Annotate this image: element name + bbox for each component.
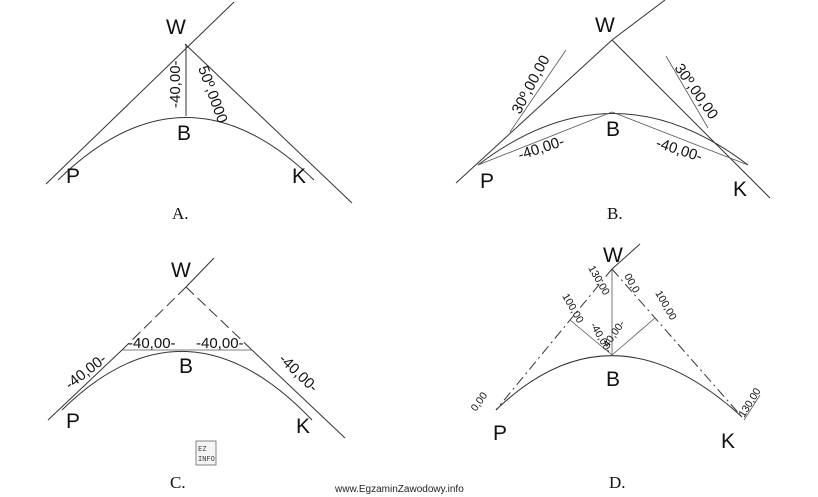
point-k-label: K — [721, 430, 735, 453]
station-label-p: 0,00 — [469, 390, 491, 414]
arc-curve — [61, 351, 313, 421]
angle-label-left: 30º,00,00 — [509, 52, 554, 116]
tangent-extension — [611, 0, 666, 41]
point-b-label: B — [177, 122, 191, 145]
arc-curve — [57, 117, 315, 181]
point-w-label: W — [603, 244, 623, 267]
tangent-line-left — [45, 1, 235, 185]
tangent-dashed-right — [611, 268, 743, 418]
point-b-label: B — [606, 368, 620, 391]
arc-curve — [495, 355, 743, 418]
point-p-label: P — [66, 410, 80, 433]
chord-label-left: -40,00- — [516, 133, 566, 164]
perpendicular-left — [569, 319, 613, 356]
tangent-label-right: -40,00- — [275, 351, 321, 396]
panel-d: W B P K 130,00 00,0 100,00 100,00 -40,00… — [469, 243, 764, 492]
point-w-label: W — [595, 14, 615, 37]
tangent-top-left — [611, 243, 641, 270]
tangent-label-left: -40,00- — [62, 350, 110, 393]
station-label-k: 130,00 — [736, 386, 763, 420]
svg-text:INFO: INFO — [198, 455, 215, 463]
chord-label-right: -40,00- — [654, 135, 704, 166]
station-label-mid-right: 100,00 — [652, 289, 679, 323]
chord-right — [611, 111, 749, 166]
tangent-top-left — [185, 257, 215, 288]
point-k-label: K — [292, 165, 306, 188]
point-b-label: B — [179, 355, 193, 378]
chord-left — [477, 111, 613, 166]
point-k-label: K — [296, 415, 310, 438]
arc-curve — [477, 113, 749, 166]
angle-leader-left — [509, 49, 567, 133]
svg-text:EZ: EZ — [198, 445, 206, 453]
station-label-mid-left: 100,00 — [559, 292, 586, 326]
station-label-top-right: 00,0 — [621, 272, 642, 296]
angle-label-right: 30º,00,00 — [671, 61, 722, 123]
horizontal-label-left: -40,00- — [128, 335, 176, 352]
point-p-label: P — [480, 170, 494, 193]
tangent-solid-right — [251, 349, 346, 439]
horizontal-label-right: -40,00- — [196, 335, 244, 352]
caption-c: C. — [170, 473, 186, 492]
panel-a: W B P K -40,00- 50º,0000 A. — [45, 1, 353, 223]
point-w-label: W — [171, 259, 191, 282]
vertical-distance-label: -40,00- — [167, 60, 184, 108]
tangent-solid-left — [47, 349, 123, 421]
point-w-label: W — [166, 16, 186, 39]
tangent-line-right — [184, 43, 353, 204]
caption-a: A. — [172, 204, 189, 223]
k-station-tick — [743, 394, 761, 421]
point-b-label: B — [606, 118, 620, 141]
point-k-label: K — [733, 178, 747, 201]
tangent-dashed-left — [121, 286, 187, 351]
footer-url: www.EgzaminZawodowy.info — [334, 484, 464, 495]
angle-leader-right — [665, 55, 709, 129]
caption-b: B. — [607, 204, 623, 223]
station-label-top-left: 130,00 — [585, 264, 612, 298]
tangent-line-right — [611, 39, 771, 199]
perpendicular-right — [611, 317, 656, 356]
ez-info-logo: EZ INFO — [195, 440, 217, 466]
point-p-label: P — [493, 422, 507, 445]
caption-d: D. — [609, 473, 626, 492]
point-p-label: P — [66, 165, 80, 188]
angle-label: 50º,0000 — [194, 64, 230, 126]
tangent-dashed-left — [495, 268, 613, 411]
tangent-line-left — [455, 39, 613, 184]
panel-b: W B P K 30º,00,00 30º,00,00 -40,00- -40,… — [455, 0, 771, 223]
